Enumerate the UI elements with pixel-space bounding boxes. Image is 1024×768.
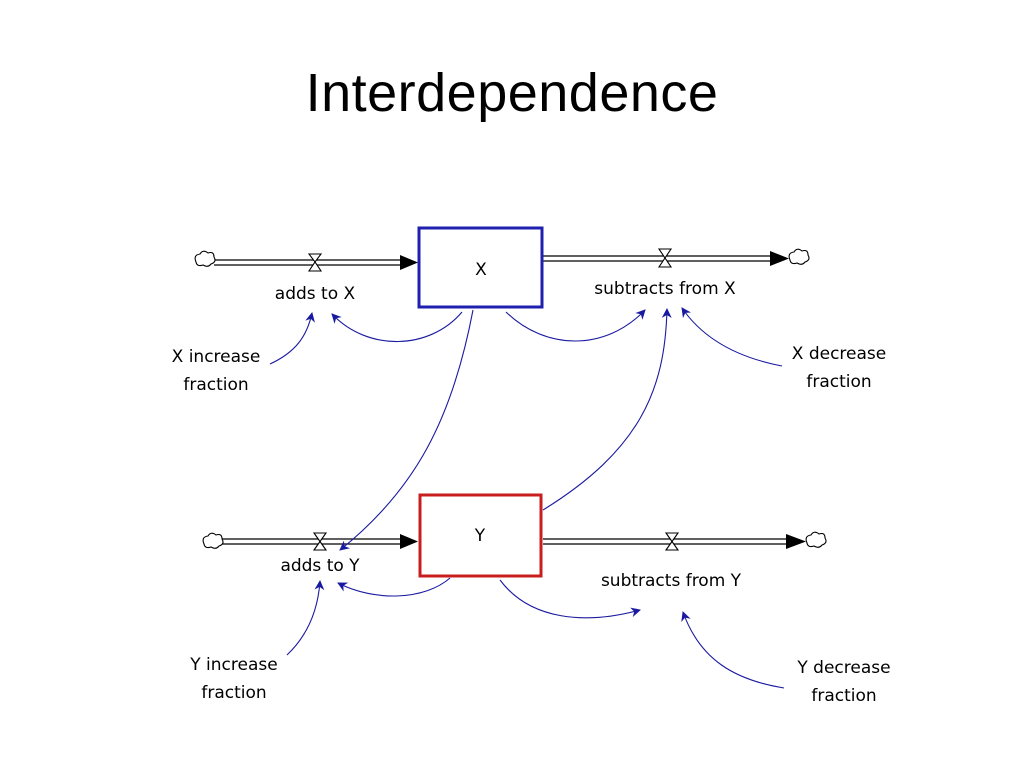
flow-label-adds-to-y: adds to Y <box>280 556 360 576</box>
flow-label-adds-to-x: adds to X <box>275 284 356 304</box>
link-y-to-adds-y <box>337 577 451 597</box>
flow-arrowhead <box>786 534 806 549</box>
aux-x-decrease-line2: fraction <box>806 372 871 392</box>
flow-pipe-adds-to-x <box>214 255 418 270</box>
flow-label-subtracts-from-x: subtracts from X <box>594 279 736 299</box>
aux-y-decrease-line2: fraction <box>811 686 876 706</box>
source-cloud-icon <box>202 532 224 549</box>
link-y-decrease-to-subtracts-y <box>681 611 785 689</box>
link-y-to-subtracts-x <box>542 308 672 511</box>
source-cloud-icon <box>194 250 216 267</box>
sink-cloud-icon <box>788 248 810 265</box>
flow-arrowhead <box>400 255 418 270</box>
stock-x[interactable] <box>417 226 544 309</box>
valve-adds-to-x-icon[interactable] <box>307 253 323 272</box>
flow-pipe-adds-to-y <box>222 534 418 549</box>
aux-x-increase-line1: X increase <box>172 347 261 367</box>
link-y-to-subtracts-y <box>499 579 641 619</box>
link-y-increase-to-adds-y <box>286 580 325 656</box>
stock-x-label: X <box>475 260 487 280</box>
aux-y-decrease-line1: Y decrease <box>796 658 890 678</box>
link-x-to-adds-x <box>331 311 463 342</box>
valve-subtracts-from-x-icon[interactable] <box>657 248 673 268</box>
aux-x-increase-line2: fraction <box>183 375 248 395</box>
flow-arrowhead <box>770 251 789 266</box>
causal-links <box>269 307 785 689</box>
link-x-increase-to-adds-x <box>269 312 315 365</box>
sink-cloud-icon <box>805 531 827 548</box>
valve-adds-to-y-icon[interactable] <box>312 532 328 551</box>
flow-label-subtracts-from-y: subtracts from Y <box>601 571 742 591</box>
link-x-decrease-to-subtracts-x <box>681 307 783 367</box>
aux-x-decrease-line1: X decrease <box>792 344 886 364</box>
valve-subtracts-from-y-icon[interactable] <box>664 532 680 551</box>
flow-arrowhead <box>400 534 418 549</box>
link-x-to-subtracts-x <box>505 309 646 342</box>
stock-y[interactable] <box>418 493 543 578</box>
flow-pipe-subtracts-from-x <box>543 251 789 266</box>
link-x-to-adds-y <box>339 309 474 551</box>
flow-pipe-subtracts-from-y <box>543 534 806 549</box>
page-title: Interdependence <box>305 63 719 123</box>
aux-y-increase-line2: fraction <box>201 683 266 703</box>
aux-y-increase-line1: Y increase <box>189 655 277 675</box>
stock-y-label: Y <box>474 526 486 546</box>
